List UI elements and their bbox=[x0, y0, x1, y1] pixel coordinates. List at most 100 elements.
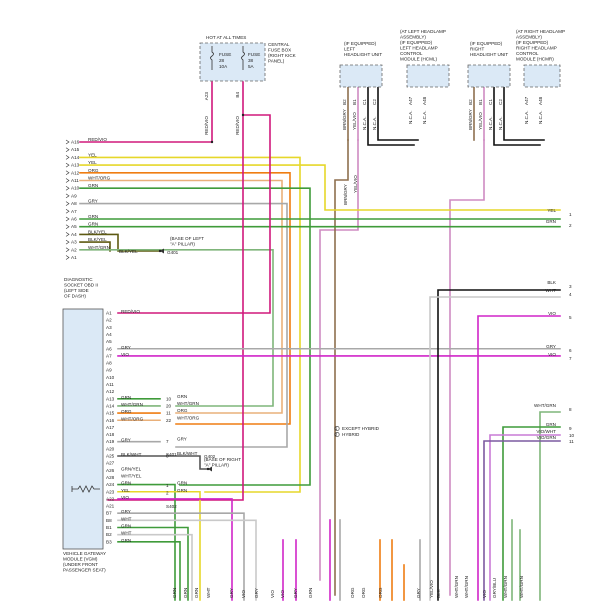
splice-dot bbox=[241, 113, 245, 117]
gateway-pin: A2 bbox=[106, 318, 112, 323]
right-edge-wire: VIO/GRN bbox=[537, 435, 556, 440]
connector-ref-id: 2 bbox=[166, 490, 169, 495]
right-edge-ref: 10 bbox=[569, 433, 575, 438]
obd-socket-label: SOCKET OBD II bbox=[64, 283, 98, 288]
gateway-red-vio-wire bbox=[117, 114, 271, 314]
gateway-wire-label: WHT bbox=[121, 531, 132, 536]
obd-pin-marker bbox=[65, 147, 70, 152]
control-module-title: CONTROL bbox=[516, 51, 539, 56]
control-module-title: CONTROL bbox=[400, 51, 423, 56]
control-module-wire: N.C.A. bbox=[408, 110, 413, 124]
splice-dot bbox=[210, 140, 214, 144]
obd-pin: A6 bbox=[71, 217, 77, 222]
gateway-pin: B8 bbox=[106, 518, 112, 523]
bottom-wire-label: GRY bbox=[254, 588, 259, 598]
bottom-wire-label: GRN bbox=[172, 588, 177, 598]
gateway-pin: A15 bbox=[106, 411, 115, 416]
right-edge-wire: YEL bbox=[547, 208, 556, 213]
right-headlight-unit bbox=[467, 64, 511, 88]
control-module-pin: A47 bbox=[408, 96, 413, 105]
brn-gry-trunk bbox=[334, 139, 349, 596]
headlight-wire: N.C.A. bbox=[498, 116, 503, 130]
legend-symbol bbox=[334, 425, 340, 431]
control-module-pin: A48 bbox=[538, 96, 543, 105]
gateway-grn-wire bbox=[117, 483, 176, 601]
right-edge-ref: 3 bbox=[569, 284, 572, 289]
obd-pin: A8 bbox=[71, 201, 77, 206]
splice-dot bbox=[158, 249, 162, 253]
control-module-pin: A47 bbox=[524, 96, 529, 105]
yel-vio-label: YEL/VIO bbox=[353, 175, 358, 193]
obd-pin: A11 bbox=[71, 178, 79, 183]
bottom-wire-label: GRY/BLU bbox=[492, 578, 497, 598]
obd-wire-label: BLK/YEL bbox=[88, 237, 107, 242]
left-headlight-unit bbox=[339, 64, 383, 88]
gateway-wht-wire bbox=[117, 519, 257, 601]
g402-ground-icon bbox=[208, 466, 212, 472]
gateway-wire-label: BLK/WHT bbox=[121, 452, 142, 457]
connector-ref-wire: GRN bbox=[177, 394, 187, 399]
wire-layer bbox=[79, 81, 561, 601]
bottom-wire-label: GRN bbox=[183, 588, 188, 598]
gateway-pin: A10 bbox=[106, 375, 115, 380]
bottom-wire-label: BLK bbox=[436, 588, 441, 598]
bottom-wire-label: ORG bbox=[361, 587, 366, 598]
headlight-pin: B2 bbox=[342, 99, 347, 105]
gateway-pin: A21 bbox=[106, 504, 115, 509]
right-edge-ref: 7 bbox=[569, 356, 572, 361]
fuse-rating: 5A bbox=[248, 64, 255, 69]
yel-vio-trunk bbox=[319, 139, 359, 581]
gateway-yel-wire bbox=[117, 490, 201, 601]
obd-wire-label: RED/VIO bbox=[88, 137, 107, 142]
fuse-28-icon bbox=[210, 46, 214, 70]
central-fuse-box bbox=[199, 42, 266, 82]
control-module-title: RIGHT HEADLAMP bbox=[516, 46, 557, 51]
obd-pin: A1 bbox=[71, 255, 77, 260]
splice-label: S401 bbox=[166, 452, 177, 457]
fuse-box-title: HOT AT ALL TIMES bbox=[206, 35, 246, 40]
legend-symbol-number: 2 bbox=[335, 432, 338, 437]
headlight-unit-title: (IF EQUIPPED) bbox=[470, 41, 503, 46]
gateway-pin: A18 bbox=[106, 432, 115, 437]
gateway-wire-label: GRY bbox=[121, 509, 131, 514]
gateway-wire-label: GRY bbox=[121, 345, 131, 350]
splice-label: S402 bbox=[166, 504, 177, 509]
gateway-pin: A26 bbox=[106, 468, 115, 473]
obd-ground-location: "A" PILLAR) bbox=[170, 242, 195, 247]
headlight-pin: C2 bbox=[372, 99, 377, 105]
bottom-wire-label: VIO bbox=[270, 590, 275, 598]
fuse-box-location: (RIGHT KICK bbox=[268, 53, 297, 58]
headlight-loop-wire bbox=[493, 86, 541, 146]
right-headlamp-control-module bbox=[523, 64, 561, 88]
control-module-title: ASSEMBLY) bbox=[516, 35, 542, 40]
connector-ref-id: 1 bbox=[166, 483, 169, 488]
bottom-wire-label: GRN bbox=[194, 588, 199, 598]
control-module-title: (IF EQUIPPED) bbox=[400, 40, 433, 45]
legend-text: EXCEPT HYBRID bbox=[342, 426, 380, 431]
obd-wire-label: WHT/ORG bbox=[88, 176, 111, 181]
right-grn-wire bbox=[502, 426, 561, 601]
right-edge-ref: 4 bbox=[569, 292, 572, 297]
gateway-wire-label: GRN bbox=[121, 395, 131, 400]
connector-ref-wire: GRN bbox=[177, 481, 187, 486]
gateway-pin: B2 bbox=[106, 532, 112, 537]
gateway-pin: B7 bbox=[106, 511, 112, 516]
obd-pin: A5 bbox=[71, 224, 77, 229]
right-edge-wire: VIO bbox=[548, 311, 556, 316]
headlight-loop-wire bbox=[367, 86, 415, 146]
gateway-pin: A23 bbox=[106, 489, 115, 494]
gateway-pin: A12 bbox=[106, 389, 115, 394]
gateway-pin: B1 bbox=[106, 525, 112, 530]
obd-blk-yel-wire bbox=[79, 241, 111, 252]
right-edge-ref: 2 bbox=[569, 223, 572, 228]
right-edge-ref: 8 bbox=[569, 407, 572, 412]
g401-ground-icon bbox=[160, 248, 164, 254]
bottom-wire-label: GRY bbox=[293, 588, 298, 598]
obd-wire-label: GRY bbox=[88, 199, 98, 204]
right-edge-wire: VIO bbox=[548, 352, 556, 357]
obd-red-vio-wire bbox=[79, 81, 213, 143]
gateway-wire-label: GRN bbox=[121, 524, 131, 529]
obd-pin-marker bbox=[65, 232, 70, 237]
gateway-pin: A28 bbox=[106, 475, 115, 480]
